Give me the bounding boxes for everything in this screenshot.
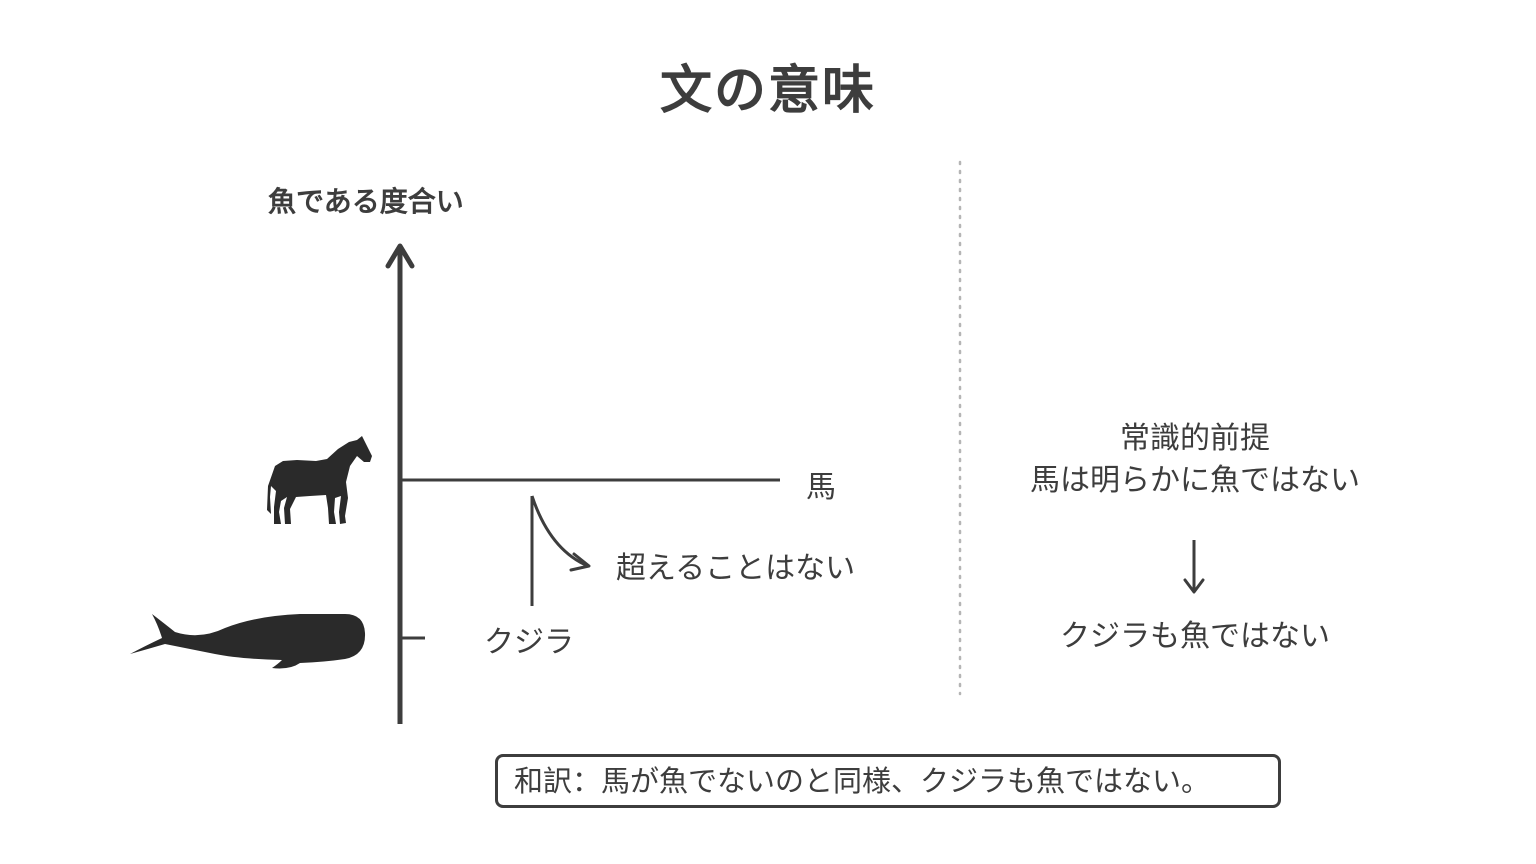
premise-block: 常識的前提 馬は明らかに魚ではない — [980, 418, 1410, 502]
horse-silhouette-icon — [267, 436, 372, 524]
y-axis-arrowhead — [385, 243, 415, 269]
page-title: 文の意味 — [659, 61, 876, 121]
down-arrow-icon — [1183, 540, 1205, 594]
translation-box: 和訳：馬が魚でないのと同様、クジラも魚ではない。 — [495, 754, 1281, 808]
whale-label: クジラ — [484, 625, 574, 660]
conclusion: クジラも魚ではない — [1060, 619, 1330, 654]
bounded-curve — [530, 495, 589, 568]
curve-arrowhead — [569, 552, 591, 572]
premise-statement: 馬は明らかに魚ではない — [1030, 463, 1360, 498]
translation-text: 和訳：馬が魚でないのと同様、クジラも魚ではない。 — [514, 764, 1211, 798]
horse-label: 馬 — [806, 470, 836, 505]
y-axis-label: 魚である度合い — [268, 185, 464, 218]
premise-heading: 常識的前提 — [1120, 421, 1270, 456]
whale-silhouette-icon — [130, 614, 366, 669]
curve-label: 超えることはない — [616, 551, 856, 586]
